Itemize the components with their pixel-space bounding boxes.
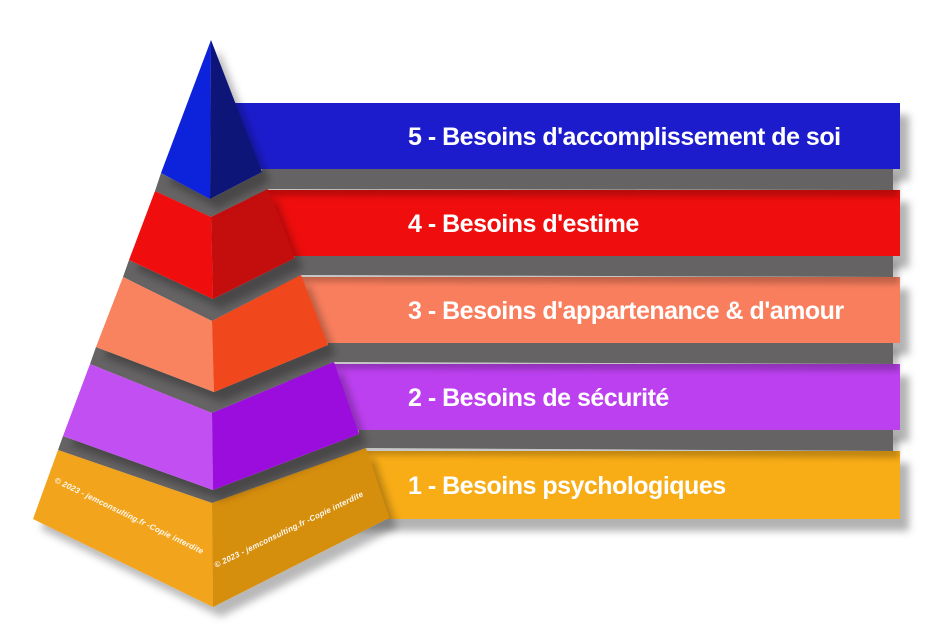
level-2-label: 2 - Besoins de sécurité xyxy=(408,384,669,412)
level-1-bar xyxy=(308,451,900,519)
level-2-face-left xyxy=(63,364,213,490)
level-3-face-left xyxy=(96,277,214,392)
gap-band-3-2 xyxy=(90,343,893,413)
level-3-face-right xyxy=(212,275,328,392)
gap-band-5-4 xyxy=(155,169,893,217)
gap-band-2-1 xyxy=(58,430,893,503)
level-1-label: 1 - Besoins psychologiques xyxy=(408,472,726,500)
level-5-face-right xyxy=(210,40,262,199)
level-labels: 5 - Besoins d'accomplissement de soi 4 -… xyxy=(408,123,845,500)
level-4-faces xyxy=(129,189,295,299)
level-4-face-left xyxy=(129,191,213,299)
level-3-faces xyxy=(96,275,328,392)
level-5-faces xyxy=(161,40,262,199)
level-1-faces xyxy=(33,448,389,607)
level-4-label: 4 - Besoins d'estime xyxy=(408,210,639,238)
level-1-face-right xyxy=(212,448,389,607)
level-3-label: 3 - Besoins d'appartenance & d'amour xyxy=(408,297,844,325)
level-bars xyxy=(230,103,900,519)
gap-bands xyxy=(58,169,893,503)
level-3-bar xyxy=(268,277,900,343)
gap-band-4-3 xyxy=(123,256,893,321)
level-5-face-left xyxy=(161,40,211,199)
level-5-label: 5 - Besoins d'accomplissement de soi xyxy=(408,123,841,151)
level-2-bar xyxy=(288,364,900,430)
level-4-bar xyxy=(250,190,900,256)
level-2-face-right xyxy=(212,362,359,490)
level-4-face-right xyxy=(211,189,295,299)
level-1-face-left xyxy=(33,450,213,607)
level-5-bar xyxy=(230,103,900,169)
level-2-faces xyxy=(63,362,359,490)
